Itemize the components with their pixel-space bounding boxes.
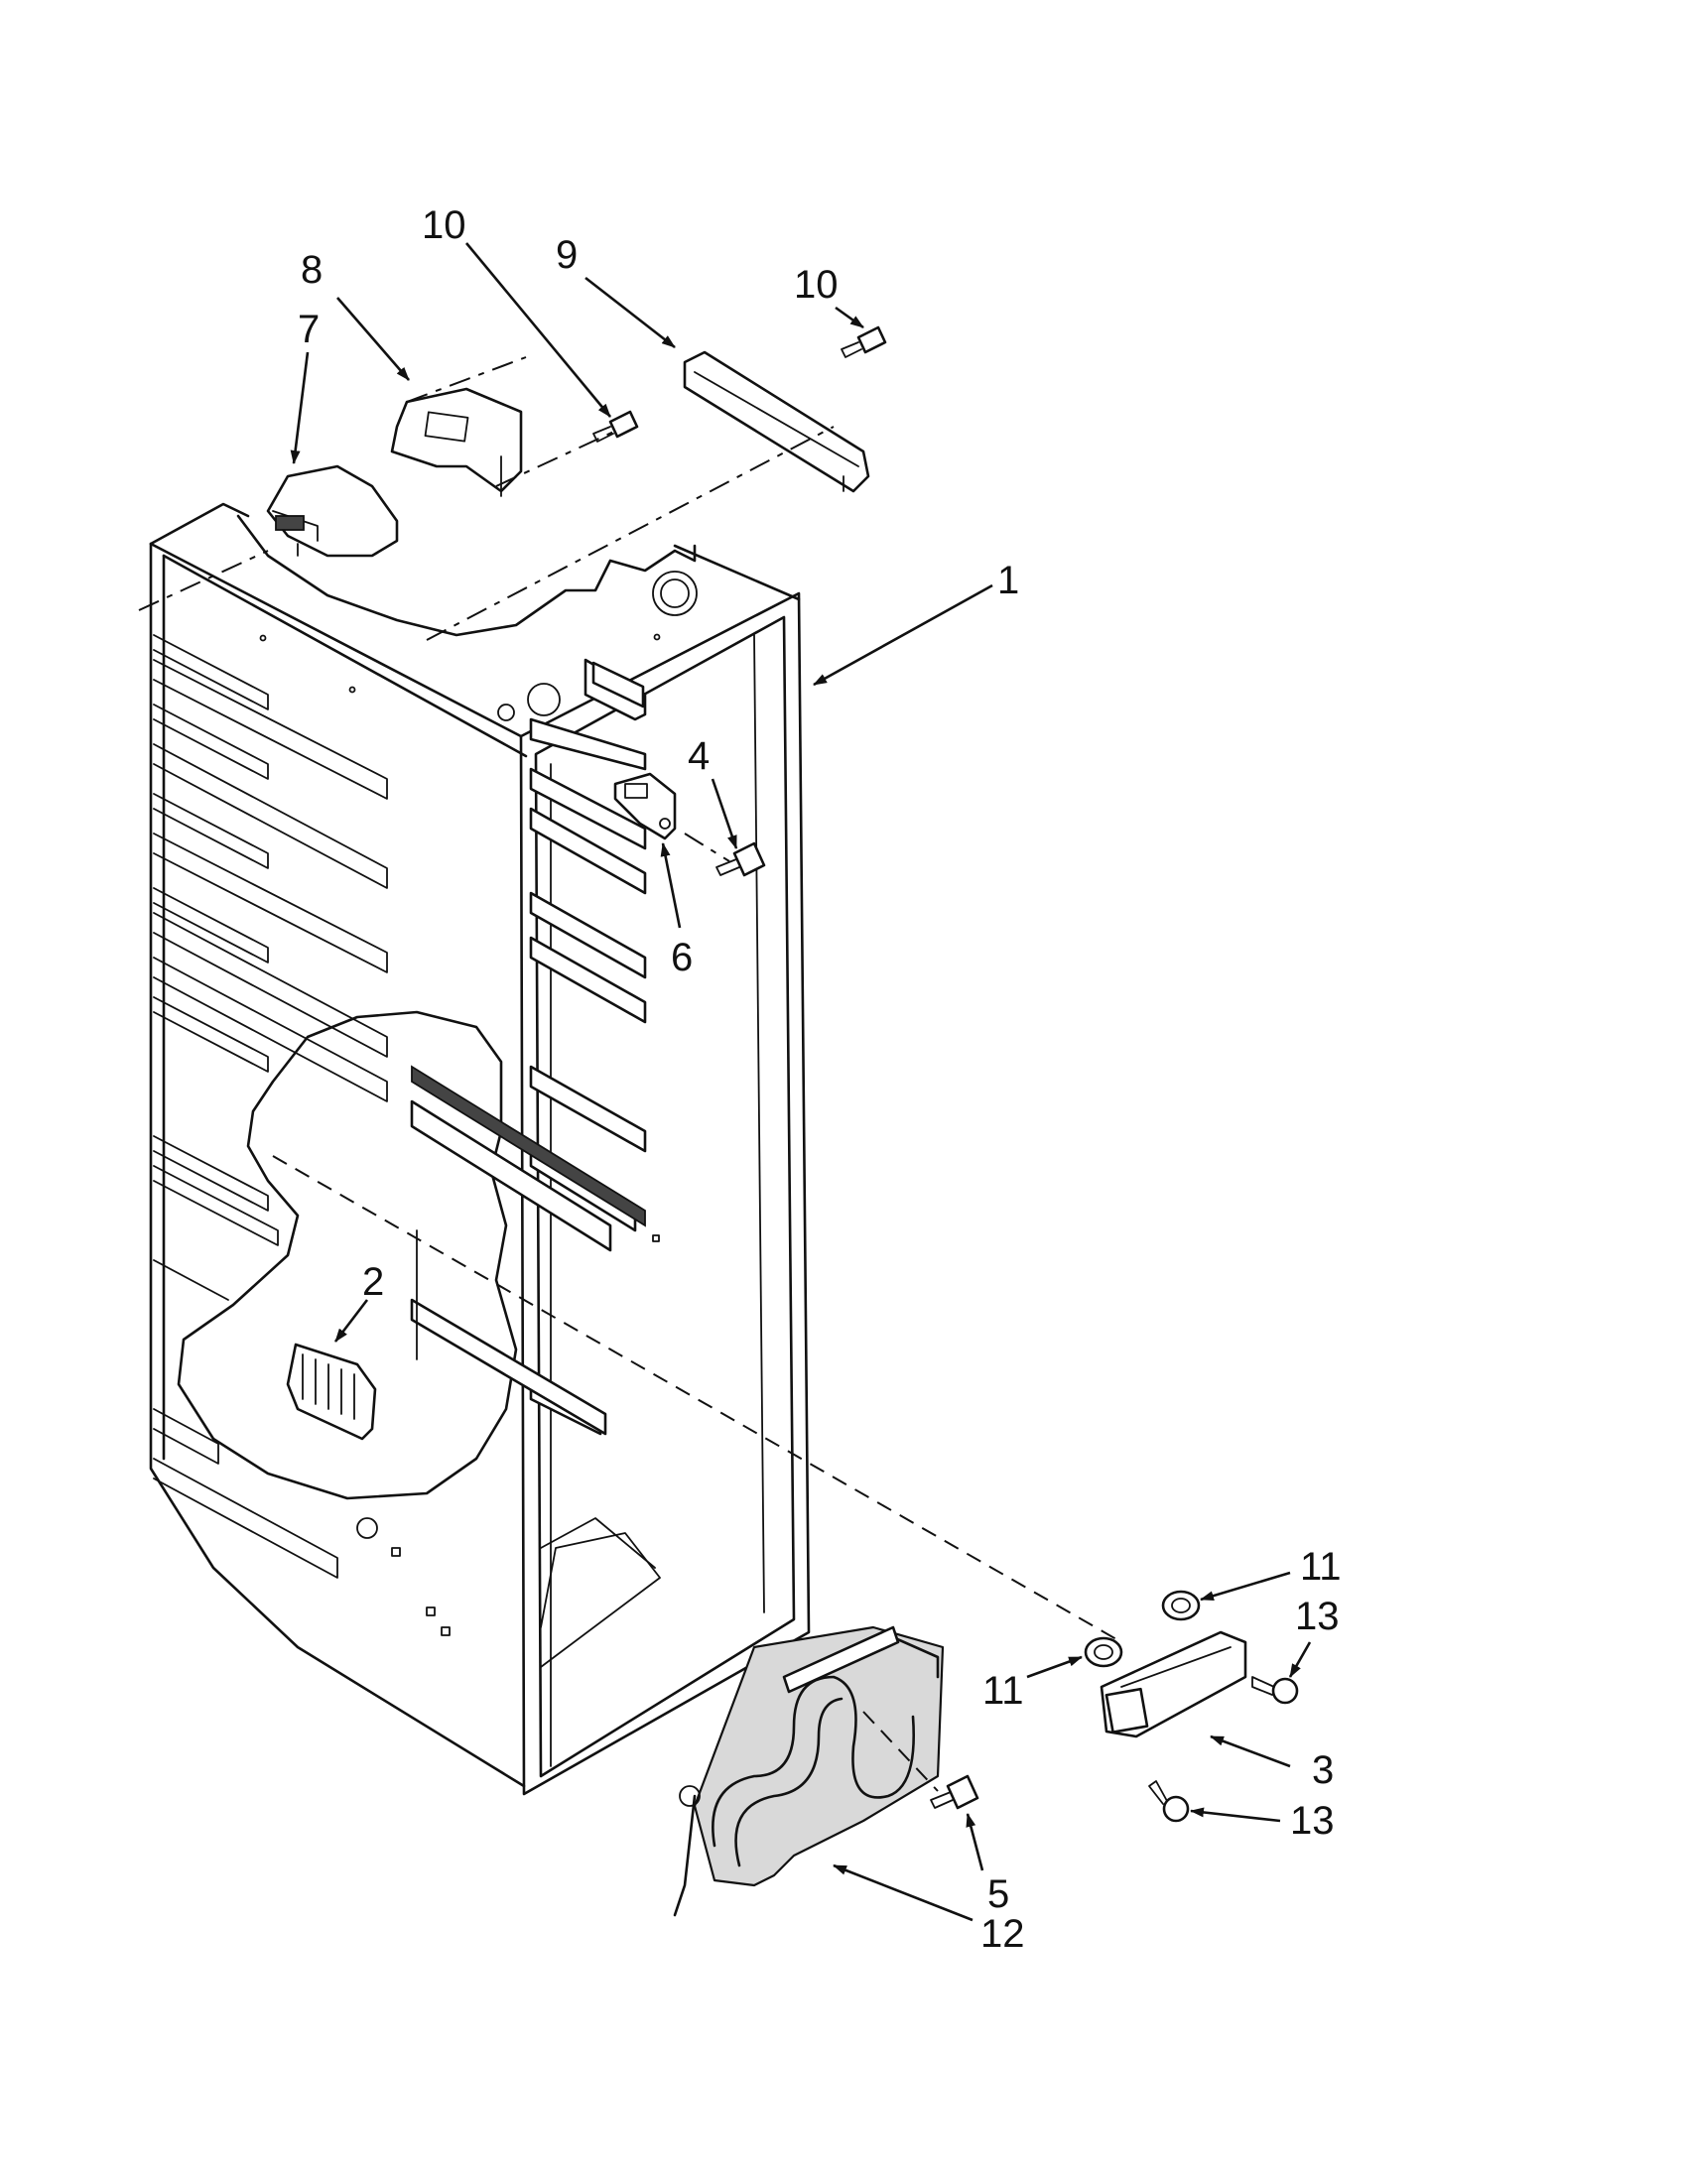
callout-13a: 13 (1295, 1595, 1340, 1638)
callout-7: 7 (298, 308, 320, 351)
clip (613, 772, 677, 840)
socket-lower (1084, 1636, 1123, 1668)
callout-11b: 11 (982, 1669, 1024, 1713)
callout-8: 8 (301, 248, 323, 292)
right-shelf-rails (529, 658, 647, 1436)
liner (149, 502, 811, 1796)
callout-labels: 1 2 3 4 5 6 7 8 9 10 10 11 11 12 13 13 (298, 203, 1342, 1956)
cutaway-view (177, 514, 697, 1500)
callout-13b: 13 (1290, 1799, 1335, 1843)
socket-upper (1161, 1590, 1201, 1621)
bulb-upper (1251, 1676, 1299, 1705)
control-housing (266, 464, 399, 558)
callout-12: 12 (980, 1912, 1025, 1956)
callout-2: 2 (362, 1260, 384, 1304)
callout-3: 3 (1312, 1748, 1334, 1792)
screw-top-right (841, 325, 887, 358)
leader-lines (290, 242, 1312, 1922)
rail-channel (683, 350, 870, 493)
callout-9: 9 (556, 233, 578, 277)
evaporator-coil (673, 1625, 945, 1917)
callout-11a: 11 (1300, 1545, 1342, 1589)
control-bracket (390, 387, 523, 497)
callout-10b: 10 (794, 263, 839, 307)
left-shelf-rails (153, 634, 388, 1579)
screw-coil (930, 1774, 979, 1810)
screw-clip (715, 841, 766, 877)
vent-grille (286, 1343, 377, 1441)
liner-details (259, 571, 698, 1636)
callout-1: 1 (997, 559, 1019, 602)
callout-4: 4 (688, 734, 710, 778)
bulb-lower (1148, 1780, 1190, 1823)
alignment-lines (138, 356, 1117, 1792)
callout-5: 5 (987, 1872, 1009, 1916)
light-housing (1100, 1630, 1247, 1738)
screw-top-middle (592, 410, 639, 443)
callout-6: 6 (671, 936, 693, 979)
callout-10a: 10 (422, 203, 466, 247)
